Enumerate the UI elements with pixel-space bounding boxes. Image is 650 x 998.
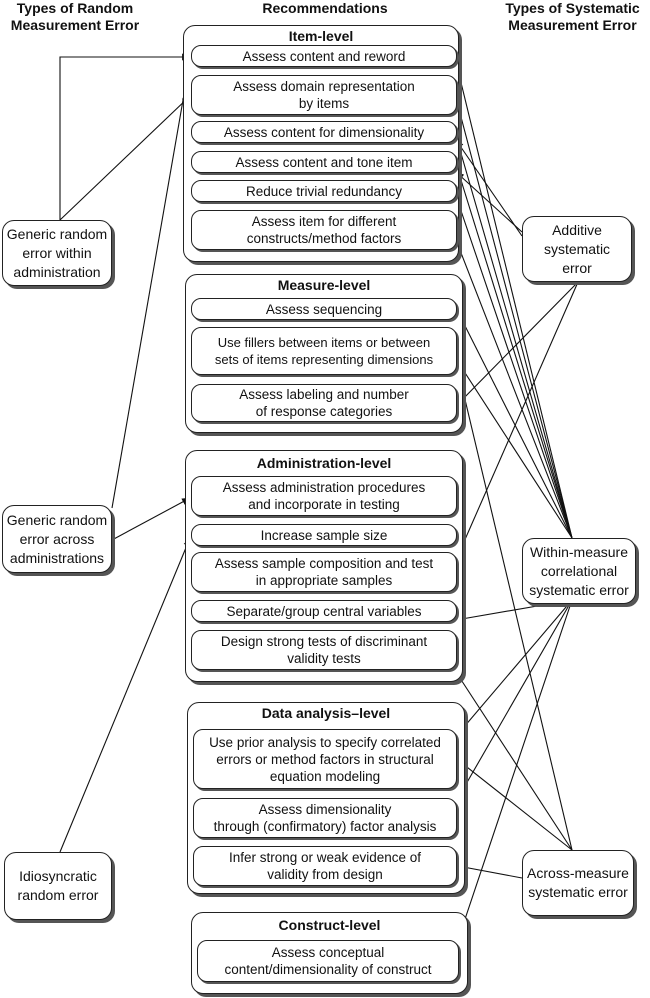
arrow-within-to-prior-analysis <box>457 599 573 735</box>
arrow-across-to-prior-analysis <box>457 759 573 851</box>
arrow-within-to-construct <box>457 599 573 941</box>
rec-assess-content-tone: Assess content and tone item <box>191 151 457 173</box>
arrow-across-to-design <box>457 863 523 879</box>
rec-assess-content-reword: Assess content and reword <box>191 45 457 67</box>
header-systematic-errors: Types of Systematic Measurement Error <box>505 0 640 33</box>
rec-use-fillers: Use fillers between items or between set… <box>191 327 457 375</box>
group-title-administration-level: Administration-level <box>256 455 392 471</box>
arrow-within-to-method-factors <box>455 239 573 539</box>
arrow-across-to-discriminant <box>455 671 573 851</box>
rec-assess-conceptual-content: Assess conceptual content/dimensionality… <box>197 940 459 982</box>
arrow-random-across-to-reword <box>111 59 193 509</box>
group-title-item-level: Item-level <box>288 28 354 44</box>
arrow-within-to-sequencing <box>457 311 573 539</box>
rec-assess-content-dimensionality: Assess content for dimensionality <box>191 121 457 143</box>
header-random-errors: Types of Random Measurement Error <box>10 0 140 33</box>
rec-assess-item-constructs: Assess item for different constructs/met… <box>191 210 457 250</box>
arrow-random-across-to-procedures <box>111 497 191 541</box>
rec-design-discriminant-tests: Design strong tests of discriminant vali… <box>191 630 457 670</box>
rec-assess-sequencing: Assess sequencing <box>191 298 457 320</box>
header-recommendations: Recommendations <box>262 0 388 16</box>
group-title-data-analysis-level: Data analysis–level <box>261 705 391 721</box>
arrow-additive-to-labeling <box>457 281 579 405</box>
arrow-within-to-domain <box>454 97 573 539</box>
arrow-additive-to-tone <box>455 171 523 233</box>
rec-assess-labeling: Assess labeling and number of response c… <box>191 384 457 422</box>
source-within-measure-correlational: Within-measure correlational systematic … <box>522 538 636 604</box>
arrow-within-to-tone <box>454 163 573 539</box>
source-additive-systematic: Additive systematic error <box>522 216 632 282</box>
group-title-construct-level: Construct-level <box>278 917 381 933</box>
group-title-measure-level: Measure-level <box>277 277 371 293</box>
arrow-random-within-to-reword <box>59 53 191 220</box>
source-idiosyncratic-random: Idiosyncratic random error <box>4 852 112 920</box>
arrow-within-to-redundancy <box>455 195 573 539</box>
arrow-idiosyncratic-to-sample-size <box>59 537 191 853</box>
arrow-random-within-to-domain <box>59 95 191 221</box>
rec-assess-domain-representation: Assess domain representation by items <box>191 75 457 115</box>
source-across-measure-systematic: Across-measure systematic error <box>522 850 634 916</box>
rec-separate-central-variables: Separate/group central variables <box>191 600 457 622</box>
rec-infer-validity-evidence: Infer strong or weak evidence of validit… <box>193 846 457 886</box>
arrow-within-to-factor-analysis <box>457 599 573 799</box>
rec-reduce-trivial-redundancy: Reduce trivial redundancy <box>191 180 457 202</box>
rec-increase-sample-size: Increase sample size <box>191 524 457 546</box>
arrow-within-to-reword <box>454 61 573 539</box>
arrow-additive-to-dimensionality <box>455 139 523 237</box>
arrow-additive-to-sample-comp <box>455 281 579 561</box>
rec-assess-sample-composition: Assess sample composition and test in ap… <box>191 552 457 592</box>
source-random-across-administrations: Generic random error across administrati… <box>2 505 112 573</box>
arrow-within-to-dimensionality <box>454 135 573 539</box>
rec-assess-dimensionality-cfa: Assess dimensionality through (confirmat… <box>193 798 457 838</box>
rec-assess-administration-procedures: Assess administration procedures and inc… <box>191 476 457 516</box>
arrow-across-to-fillers <box>456 369 573 851</box>
source-random-within-administration: Generic random error within administrati… <box>2 220 112 286</box>
arrow-within-to-fillers <box>457 361 573 539</box>
rec-use-prior-analysis: Use prior analysis to specify correlated… <box>193 729 457 789</box>
